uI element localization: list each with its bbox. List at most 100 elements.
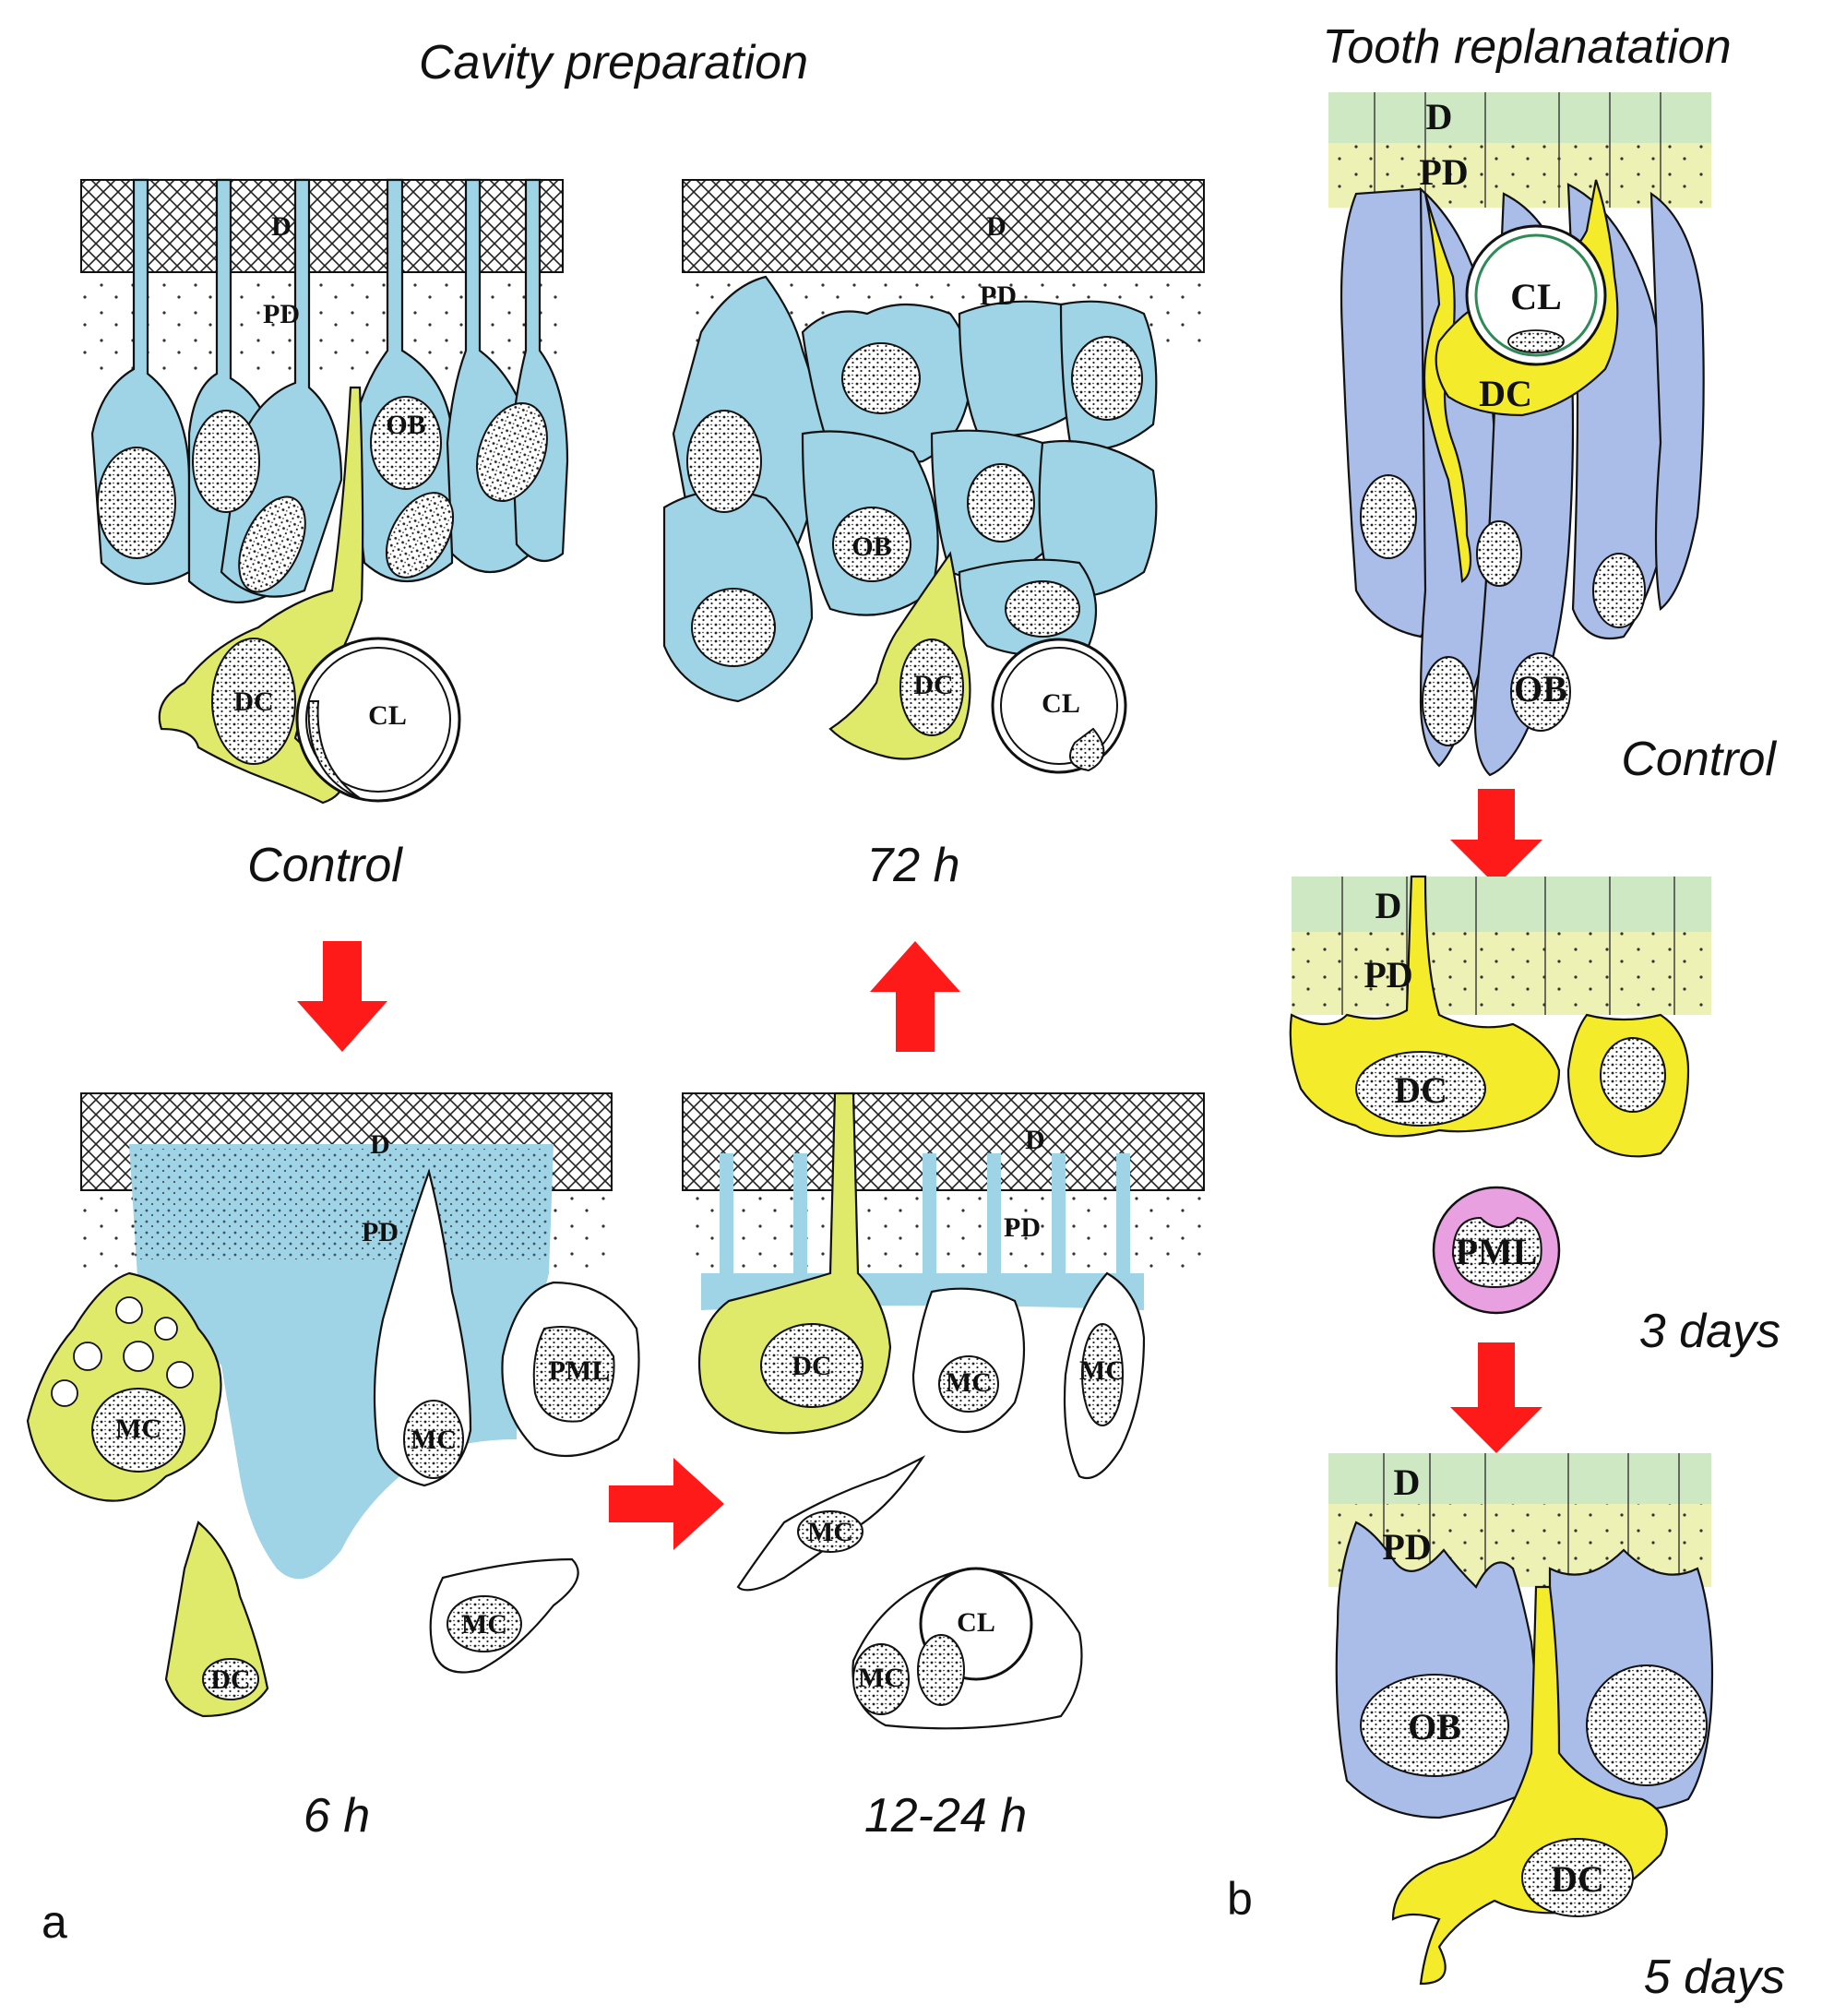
caption-b-5days: 5 days xyxy=(1644,1950,1785,2004)
label-pd: PD xyxy=(980,280,1017,311)
label-dc: DC xyxy=(1479,373,1532,414)
dentin-layer xyxy=(1328,92,1711,143)
pml-nucleus xyxy=(532,1326,615,1423)
dentin-layer xyxy=(1292,877,1711,932)
label-mc: MC xyxy=(461,1609,507,1640)
pml-nucleus xyxy=(1451,1216,1542,1289)
nucleus xyxy=(686,410,762,513)
nucleus xyxy=(192,410,260,513)
arrow-down-b-control-to-3days xyxy=(1450,789,1542,886)
label-dc: DC xyxy=(210,1664,250,1695)
label-ob: OB xyxy=(1514,668,1567,710)
label-dc: DC xyxy=(1394,1069,1447,1111)
label-d: D xyxy=(1394,1461,1421,1503)
label-ob: OB xyxy=(1408,1706,1461,1748)
mc-nucleus xyxy=(938,1355,999,1413)
nucleus xyxy=(841,342,921,414)
caption-a-12-24h: 12-24 h xyxy=(864,1789,1027,1843)
ob-nucleus xyxy=(1360,1674,1509,1777)
arrow-down-b-3days-to-5days xyxy=(1450,1342,1542,1453)
label-cl: CL xyxy=(368,700,407,731)
dentin-layer xyxy=(1328,1453,1711,1504)
label-dc: DC xyxy=(1551,1858,1604,1900)
stage-b-control: D PD CL DC OB xyxy=(1328,92,1711,777)
panel-b-title: Tooth replanatation xyxy=(1322,20,1731,74)
caption-b-control: Control xyxy=(1621,733,1777,786)
stage-a-72h: D PD OB DC CL xyxy=(662,179,1205,774)
nucleus xyxy=(1592,553,1646,628)
dc-nucleus xyxy=(899,638,964,736)
label-cl: CL xyxy=(957,1607,995,1638)
capillary-lumen xyxy=(1465,224,1607,366)
dentin-layer xyxy=(682,179,1205,273)
nucleus xyxy=(238,495,306,593)
arrow-up-12h-to-72h xyxy=(870,941,960,1052)
predentin-layer xyxy=(1292,932,1711,1015)
caption-a-6h: 6 h xyxy=(304,1789,370,1843)
label-mc: MC xyxy=(411,1425,457,1455)
caption-a-72h: 72 h xyxy=(866,839,959,892)
dc-nucleus xyxy=(211,638,296,765)
nucleus xyxy=(370,396,442,490)
label-dc: DC xyxy=(233,686,273,717)
arrow-down-control-to-6h xyxy=(297,941,387,1052)
label-cl: CL xyxy=(1042,688,1080,719)
ob-nucleus xyxy=(1586,1664,1708,1786)
label-ob: OB xyxy=(851,531,891,562)
mc-nucleus xyxy=(91,1388,185,1473)
stage-a-6h: D PD MC MC PML DC MC xyxy=(26,1092,640,1718)
dendritic-cell xyxy=(1289,875,1561,1138)
dentin-layer xyxy=(80,179,564,273)
stage-b-5days: D PD OB DC xyxy=(1328,1453,1714,1986)
capillary-lumen xyxy=(991,638,1127,774)
label-cl: CL xyxy=(1510,276,1562,317)
label-d: D xyxy=(1426,96,1453,137)
dc-nucleus xyxy=(760,1323,863,1408)
nucleus xyxy=(1476,520,1522,587)
nucleus xyxy=(691,588,776,667)
label-d: D xyxy=(1375,885,1402,926)
nucleus xyxy=(967,463,1035,543)
mc-nucleus xyxy=(797,1510,863,1553)
endothelial-nucleus xyxy=(917,1634,965,1706)
label-d: D xyxy=(1025,1125,1045,1155)
label-d: D xyxy=(370,1129,390,1160)
label-pml: PML xyxy=(549,1355,611,1386)
label-pml: PML xyxy=(1456,1231,1538,1272)
stage-a-12-24h: D PD DC MC MC MC CL MC xyxy=(682,1092,1205,1730)
dc-nucleus xyxy=(202,1658,259,1700)
label-pd: PD xyxy=(1364,954,1412,996)
label-mc: MC xyxy=(946,1367,992,1398)
label-pd: PD xyxy=(263,299,300,329)
arrow-right-6h-to-12h xyxy=(609,1458,724,1550)
nucleus xyxy=(1510,652,1571,732)
label-mc: MC xyxy=(858,1663,904,1693)
nucleus xyxy=(1360,474,1417,559)
nucleus xyxy=(832,507,911,582)
label-pd: PD xyxy=(362,1217,399,1247)
label-ob: OB xyxy=(386,410,425,440)
label-d: D xyxy=(271,211,292,242)
label-mc: MC xyxy=(807,1517,853,1547)
mc-nucleus xyxy=(447,1595,522,1652)
dc-nucleus xyxy=(1521,1838,1634,1917)
label-pd: PD xyxy=(1004,1212,1041,1243)
nucleus xyxy=(385,492,455,579)
label-mc: MC xyxy=(115,1414,161,1444)
label-mc: MC xyxy=(1079,1355,1125,1386)
label-dc: DC xyxy=(792,1351,831,1381)
dc-nucleus xyxy=(1355,1051,1486,1127)
caption-b-3days: 3 days xyxy=(1639,1305,1780,1358)
label-pd: PD xyxy=(1419,151,1468,193)
stage-a-control: D PD OB DC CL xyxy=(80,178,569,805)
panel-letter-b: b xyxy=(1227,1873,1253,1925)
capillary-lumen xyxy=(295,637,461,803)
mc-nucleus xyxy=(1081,1323,1124,1426)
nucleus xyxy=(1422,656,1475,746)
label-pd: PD xyxy=(1382,1526,1431,1568)
mc-nucleus xyxy=(852,1643,910,1715)
nucleus xyxy=(1005,580,1080,638)
caption-a-control: Control xyxy=(247,839,403,892)
nucleus xyxy=(1071,336,1143,421)
